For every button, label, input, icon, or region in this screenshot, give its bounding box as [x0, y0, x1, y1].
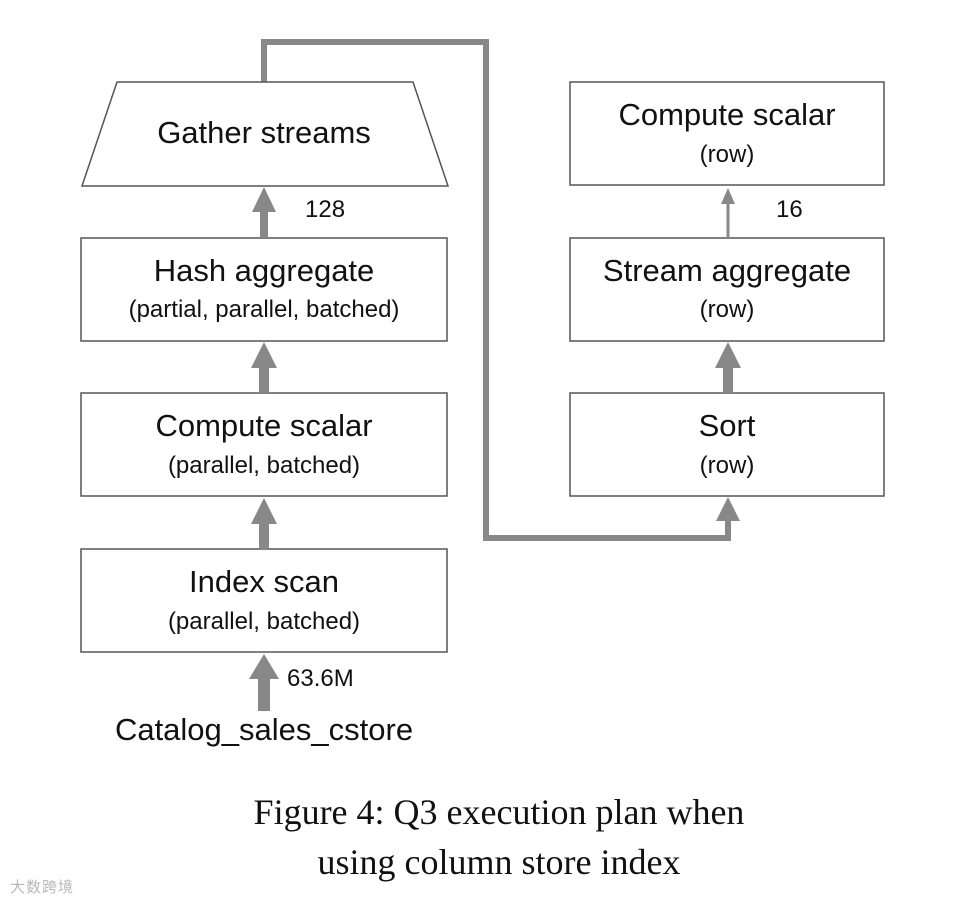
edge-label-128: 128	[305, 196, 345, 223]
arrow-compute-scalar-to-hash-aggregate	[251, 342, 277, 393]
node-stream-aggregate: Stream aggregate (row)	[569, 237, 885, 342]
gather-to-sort-connector	[261, 39, 731, 541]
arrow-sort-to-stream-aggregate	[715, 342, 741, 393]
node-compute-scalar-right-title: Compute scalar	[618, 97, 835, 132]
node-hash-aggregate-title: Hash aggregate	[154, 253, 375, 288]
node-gather-streams-title: Gather streams	[157, 115, 371, 150]
node-compute-scalar-right-subtitle: (row)	[700, 141, 755, 168]
execution-plan-diagram: Gather streams Hash aggregate (partial, …	[80, 39, 885, 747]
node-stream-aggregate-subtitle: (row)	[700, 296, 755, 323]
watermark: 大数跨境	[10, 878, 75, 896]
node-index-scan-title: Index scan	[189, 564, 339, 599]
node-index-scan-subtitle: (parallel, batched)	[168, 608, 360, 635]
node-compute-scalar-left: Compute scalar (parallel, batched)	[80, 392, 448, 497]
figure-caption-line-1: Figure 4: Q3 execution plan when	[253, 792, 745, 832]
source-table-label: Catalog_sales_cstore	[115, 712, 413, 747]
arrow-index-scan-to-compute-scalar	[251, 498, 277, 549]
arrow-source-to-index-scan	[249, 654, 279, 711]
node-hash-aggregate-subtitle: (partial, parallel, batched)	[129, 296, 400, 323]
node-hash-aggregate: Hash aggregate (partial, parallel, batch…	[80, 237, 448, 342]
node-sort-subtitle: (row)	[700, 452, 755, 479]
edge-label-63-6m: 63.6M	[287, 665, 354, 692]
node-index-scan: Index scan (parallel, batched)	[80, 548, 448, 653]
arrow-hash-aggregate-to-gather-streams	[252, 187, 276, 238]
arrow-stream-aggregate-to-compute-scalar	[721, 188, 735, 238]
sort-input-arrowhead	[716, 497, 740, 521]
node-stream-aggregate-title: Stream aggregate	[603, 253, 851, 288]
node-compute-scalar-left-subtitle: (parallel, batched)	[168, 452, 360, 479]
node-compute-scalar-left-title: Compute scalar	[155, 408, 372, 443]
figure-caption-line-2: using column store index	[317, 842, 681, 882]
node-compute-scalar-right: Compute scalar (row)	[569, 81, 885, 186]
node-gather-streams: Gather streams	[80, 81, 450, 187]
edge-label-16: 16	[776, 196, 803, 223]
node-sort: Sort (row)	[569, 392, 885, 497]
node-sort-title: Sort	[699, 408, 756, 443]
